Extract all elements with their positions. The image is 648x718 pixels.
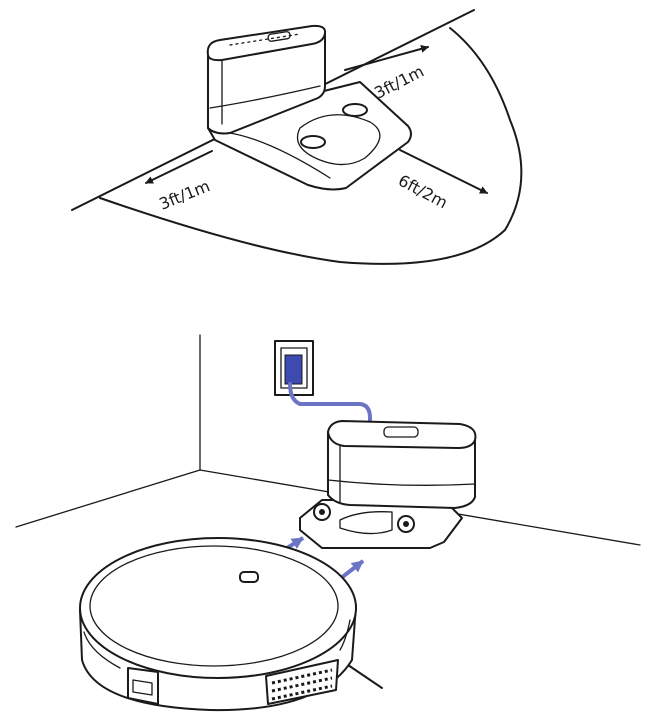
clearance-diagram: 3ft/1m 3ft/1m 6ft/2m (72, 10, 521, 264)
front-clearance-label: 6ft/2m (395, 171, 451, 213)
robot-button-icon (240, 572, 258, 582)
right-clearance-label: 3ft/1m (371, 62, 427, 103)
charging-contact-icon (343, 104, 367, 116)
left-clearance-label: 3ft/1m (156, 176, 212, 213)
floor-line-left (16, 470, 200, 527)
power-adapter-icon (285, 355, 302, 384)
dock-top-view (208, 26, 411, 190)
charging-contact-icon (301, 136, 325, 148)
robot-vacuum (80, 538, 382, 710)
docking-scene (16, 335, 640, 710)
charging-dock (300, 421, 475, 548)
